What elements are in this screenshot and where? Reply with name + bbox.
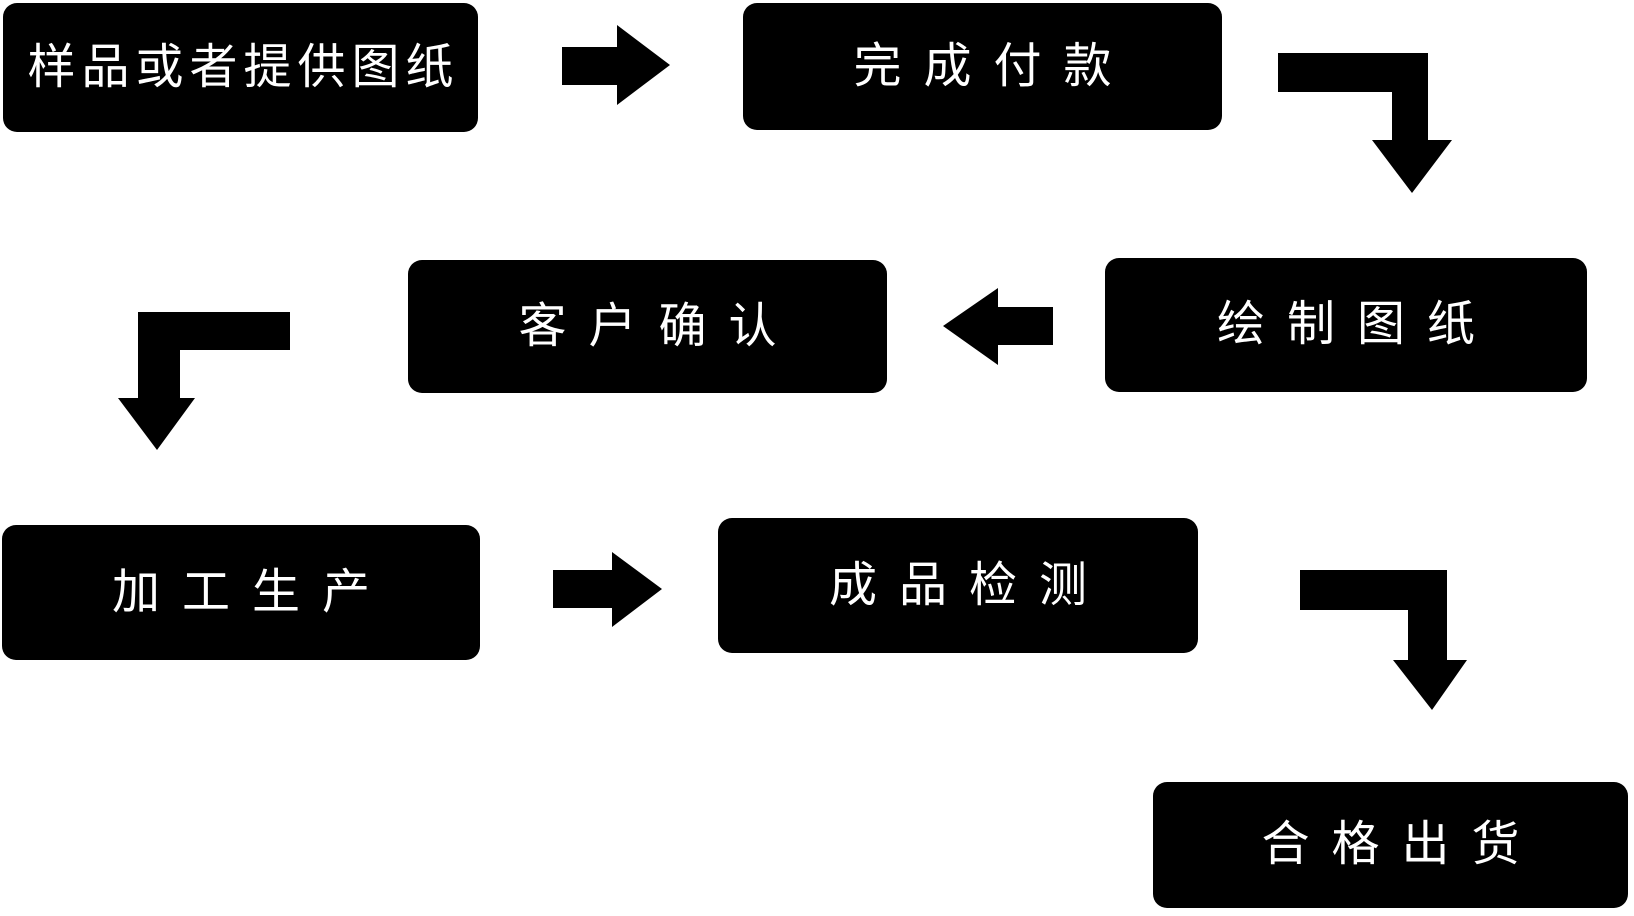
- flow-node-inspection: 成品检测: [718, 518, 1198, 653]
- arrow-inspection-to-shipment-elbow-down-icon: [1300, 570, 1467, 710]
- flow-node-label: 绘制图纸: [1216, 298, 1497, 351]
- flow-node-label: 样品或者提供图纸: [27, 40, 460, 94]
- flow-node-label: 客户确认: [518, 299, 799, 353]
- arrow-confirm-to-production-elbow-down-icon: [118, 312, 290, 450]
- arrow-drawing-to-confirm-left-arrow-icon: [943, 288, 1053, 365]
- arrow-payment-to-drawing-elbow-down-icon: [1278, 53, 1452, 193]
- flow-node-label: 成品检测: [828, 558, 1109, 612]
- flow-node-label: 加工生产: [111, 565, 392, 619]
- flow-node-drawing: 绘制图纸: [1105, 258, 1587, 392]
- flow-node-label: 完成付款: [853, 39, 1134, 93]
- flow-node-label: 合格出货: [1261, 818, 1542, 871]
- flow-node-production: 加工生产: [2, 525, 480, 660]
- flow-node-sample: 样品或者提供图纸: [3, 3, 478, 132]
- flow-node-confirm: 客户确认: [408, 260, 887, 393]
- arrow-sample-to-payment-right-arrow-icon: [562, 25, 670, 105]
- flow-node-payment: 完成付款: [743, 3, 1222, 130]
- flow-node-shipment: 合格出货: [1153, 782, 1628, 908]
- arrow-production-to-inspection-right-arrow-icon: [553, 552, 662, 627]
